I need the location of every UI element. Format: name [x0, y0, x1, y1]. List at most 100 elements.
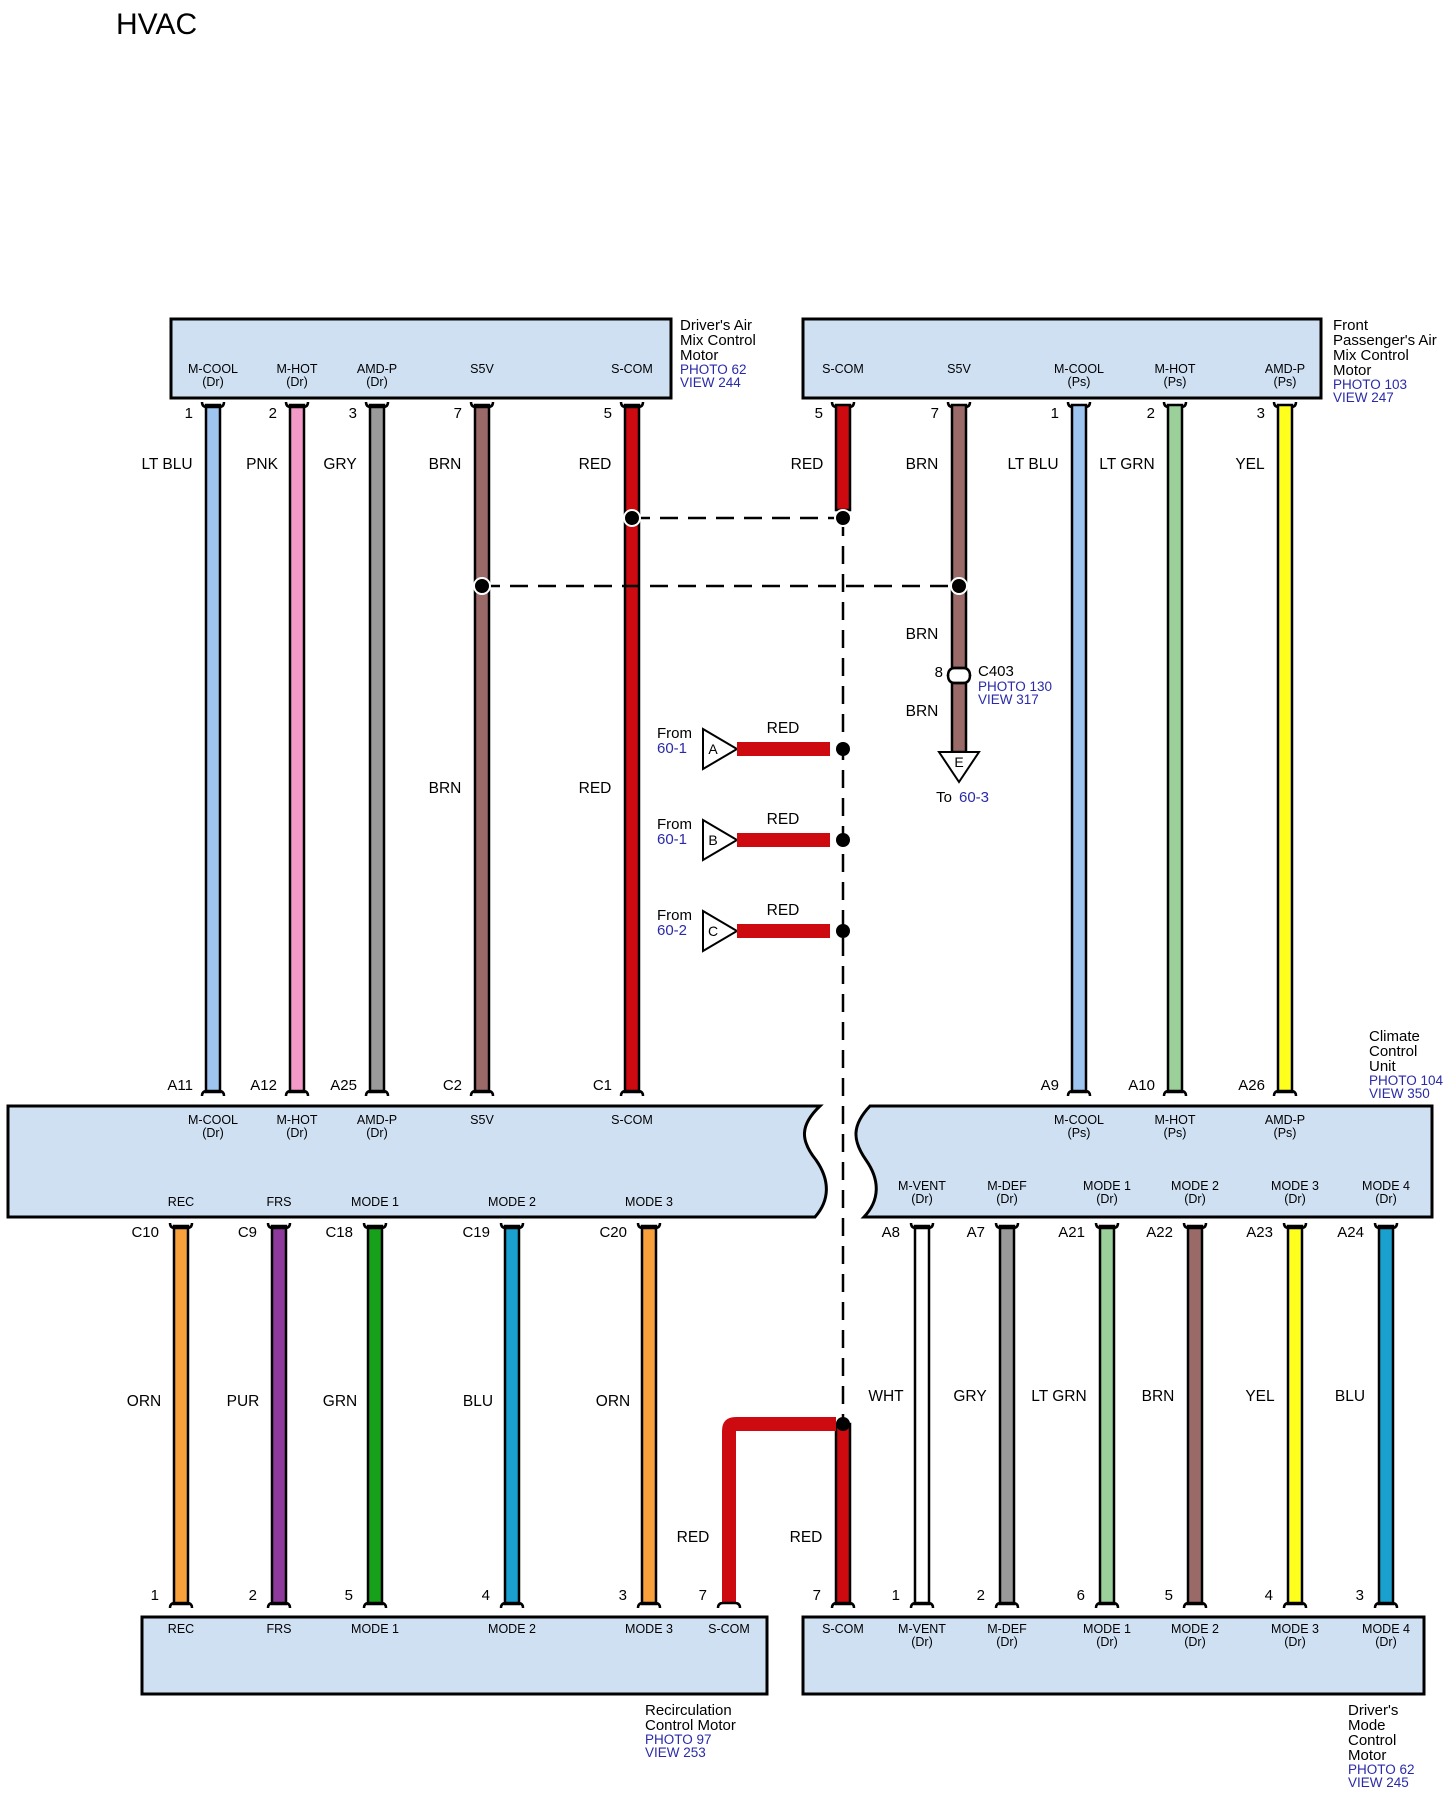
wire-color-label: RED [767, 720, 800, 737]
pin-terminal [469, 401, 495, 409]
passenger-air-mix-motor-name: Motor [1333, 362, 1371, 379]
to-label: To [936, 789, 952, 806]
climate-control-unit-name: Climate [1369, 1028, 1420, 1045]
pin-terminal [284, 1089, 310, 1097]
wire-color-label: BRN [429, 780, 462, 797]
mode-motor-pin-label: (Dr) [1375, 1635, 1397, 1649]
pin-terminal [168, 1222, 194, 1230]
pin-terminal [619, 401, 645, 409]
pin-terminal [1162, 1089, 1188, 1097]
c403-pin-number: 8 [935, 664, 943, 681]
pin-terminal [636, 1222, 662, 1230]
climate-control-unit-photo-ref: PHOTO 104 [1369, 1073, 1444, 1088]
wire-red-input [737, 833, 830, 847]
ccu-pin-label: (Dr) [911, 1192, 933, 1206]
drivers-air-mix-motor-box [169, 317, 673, 400]
ccu-pin-label: MODE 3 [625, 1195, 673, 1209]
drivers-mode-motor-box [801, 1615, 1426, 1696]
drivers-mode-motor-name: Motor [1348, 1747, 1386, 1764]
wire-wht [913, 1224, 931, 1606]
from-reference: 60-2 [657, 922, 687, 939]
mode-motor-pin-label: M-VENT [898, 1622, 946, 1636]
wire-lt-blu [1070, 403, 1088, 1094]
from-label: From [657, 907, 692, 924]
ccu-pin-label: (Dr) [202, 1126, 224, 1140]
drivers-air-mix-motor-name: Motor [680, 347, 718, 364]
input-connector-triangle [702, 727, 739, 771]
wire-color-label: ORN [127, 1393, 161, 1410]
pin-terminal [994, 1601, 1020, 1609]
ccu-pin-number: A10 [1128, 1077, 1155, 1094]
climate-control-unit-right-box [854, 1104, 1434, 1219]
pin-terminal [168, 1601, 194, 1609]
recirc-pin-number: 4 [482, 1587, 490, 1604]
wire-color-label: RED [579, 456, 612, 473]
input-connector-letter: B [708, 832, 717, 848]
wire-gry [998, 1224, 1016, 1606]
recirc-pin-number: 1 [151, 1587, 159, 1604]
ccu-pin-label: (Dr) [1096, 1192, 1118, 1206]
wire-brn-s5v-to-e [950, 681, 968, 754]
ccu-pin-label: (Ps) [1274, 1126, 1297, 1140]
ps-air-mix-pin-number: 3 [1257, 405, 1265, 422]
input-connector-letter: C [708, 923, 718, 939]
wire-blu [1377, 1224, 1395, 1606]
wire-pur [270, 1224, 288, 1606]
pin-terminal [266, 1601, 292, 1609]
wire-color-label: BRN [906, 626, 939, 643]
mode-motor-pin-label: (Dr) [1184, 1635, 1206, 1649]
wire-color-label: BRN [906, 703, 939, 720]
wire-color-label: RED [791, 456, 824, 473]
from-reference: 60-1 [657, 740, 687, 757]
ccu-pin-label: MODE 2 [1171, 1179, 1219, 1193]
wire-color-label: BRN [906, 456, 939, 473]
wire-red-scom-recirc [722, 1417, 836, 1604]
wire-color-label: LT GRN [1031, 1388, 1086, 1405]
ps-air-mix-pin-label: S5V [947, 362, 971, 376]
mode-motor-pin-label: (Dr) [996, 1635, 1018, 1649]
splice-dot [950, 577, 968, 595]
pin-terminal [1272, 1089, 1298, 1097]
splice-dot [836, 833, 850, 847]
ps-air-mix-pin-number: 7 [931, 405, 939, 422]
wire-color-label: WHT [868, 1388, 904, 1405]
e-connector-triangle [937, 751, 981, 784]
recirc-pin-label: S-COM [708, 1622, 750, 1636]
ccu-pin-label: S5V [470, 1113, 494, 1127]
wire-color-label: LT BLU [141, 456, 192, 473]
mode-motor-pin-number: 3 [1356, 1587, 1364, 1604]
recirc-pin-number: 2 [249, 1587, 257, 1604]
climate-control-unit-name: Control [1369, 1043, 1417, 1060]
input-connector-letter: A [708, 741, 718, 757]
ps-air-mix-pin-number: 1 [1051, 405, 1059, 422]
pin-terminal [362, 1222, 388, 1230]
pin-terminal [499, 1601, 525, 1609]
mode-motor-pin-number: 1 [892, 1587, 900, 1604]
e-connector-letter: E [954, 754, 963, 770]
ps-air-mix-pin-label: AMD-P [1265, 362, 1305, 376]
recirc-pin-label: MODE 2 [488, 1622, 536, 1636]
mode-motor-pin-label: MODE 1 [1083, 1622, 1131, 1636]
ps-air-mix-pin-number: 2 [1147, 405, 1155, 422]
ccu-pin-label: (Dr) [1284, 1192, 1306, 1206]
wire-red-s-com [834, 403, 852, 512]
wire-color-label: GRY [953, 1388, 986, 1405]
ccu-pin-label: MODE 1 [1083, 1179, 1131, 1193]
pin-terminal [1182, 1601, 1208, 1609]
ccu-pin-number: A12 [250, 1077, 277, 1094]
mode-motor-pin-label: MODE 2 [1171, 1622, 1219, 1636]
wire-blu [503, 1224, 521, 1606]
wire-red-scom-recirc-outline [722, 1417, 843, 1604]
ps-air-mix-pin-label: M-HOT [1155, 362, 1196, 376]
wire-orn [640, 1224, 658, 1606]
mode-motor-pin-label: (Dr) [1284, 1635, 1306, 1649]
mode-motor-pin-label: (Dr) [1096, 1635, 1118, 1649]
pin-terminal [1066, 1089, 1092, 1097]
ccu-pin-label: MODE 1 [351, 1195, 399, 1209]
pin-terminal [364, 401, 390, 409]
pin-terminal [909, 1601, 935, 1609]
c403-connector [946, 674, 972, 685]
ccu-pin-label: S-COM [611, 1113, 653, 1127]
drv-air-mix-pin-label: S-COM [611, 362, 653, 376]
pin-terminal [362, 1601, 388, 1609]
